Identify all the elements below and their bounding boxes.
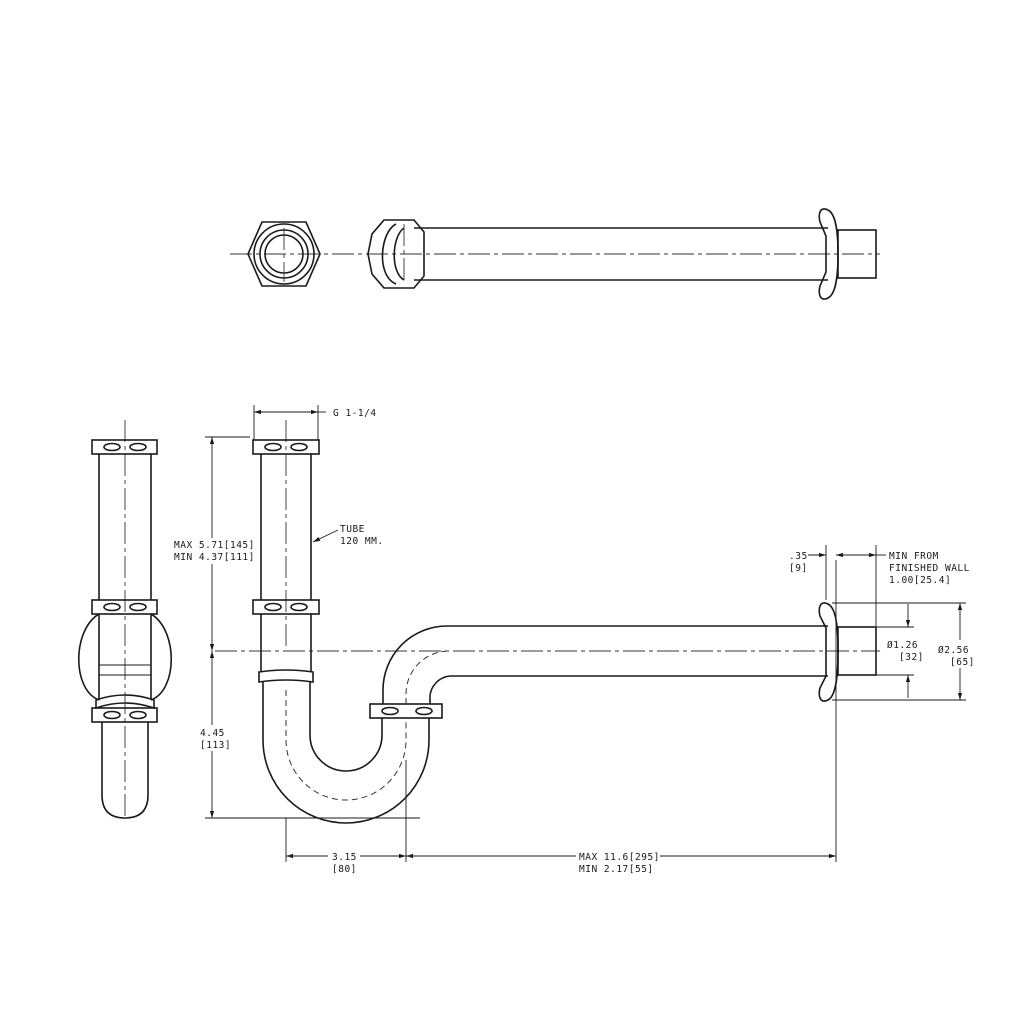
dim-wall-reach: MAX 11.6[295] MIN 2.17[55] <box>406 560 837 875</box>
dim-wall-distance: MIN FROM FINISHED WALL 1.00[25.4] <box>836 545 970 626</box>
reach-min-label: MIN 2.17[55] <box>579 864 654 875</box>
tube-label: TUBE <box>340 524 365 535</box>
dim-tube-length: TUBE 120 MM. <box>312 524 384 547</box>
flange-diameter-metric-label: [65] <box>950 657 975 668</box>
pipe-diameter-label: Ø1.26 <box>887 640 918 651</box>
thread-size-label: G 1-1/4 <box>333 408 377 419</box>
wall-distance-label-2: FINISHED WALL <box>889 563 970 574</box>
height-max-label: MAX 5.71[145] <box>174 540 255 551</box>
front-view <box>215 420 880 824</box>
front-view-elbow <box>382 625 828 704</box>
pipe-diameter-metric-label: [32] <box>899 652 924 663</box>
dim-pipe-diameter: Ø1.26 [32] <box>876 604 924 698</box>
dim-thread-size: G 1-1/4 <box>253 405 377 440</box>
reach-max-label: MAX 11.6[295] <box>579 852 660 863</box>
flange-thickness-label: .35 <box>789 551 808 562</box>
flange-thickness-metric-label: [9] <box>789 563 808 574</box>
top-view-elbow-nut <box>367 219 425 289</box>
side-view-lower-nut <box>91 707 158 723</box>
front-view-vertical-tube <box>260 454 312 600</box>
tube-length-label: 120 MM. <box>340 536 384 547</box>
side-view <box>78 420 172 820</box>
side-view-top-nut <box>91 439 158 455</box>
dim-inlet-height: MAX 5.71[145] MIN 4.37[111] <box>170 436 255 651</box>
dim-trap-offset: 3.15 [80] <box>285 760 407 875</box>
front-view-wall-flange <box>818 602 877 702</box>
wall-distance-label-1: MIN FROM <box>889 551 939 562</box>
top-view <box>230 208 880 300</box>
top-view-wall-flange <box>818 208 877 300</box>
dim-flange-diameter: Ø2.56 [65] <box>832 602 980 701</box>
dim-flange-thickness: .35 [9] <box>789 545 827 600</box>
top-view-tube <box>414 227 828 281</box>
front-view-middle-nut <box>252 599 320 615</box>
flange-diameter-label: Ø2.56 <box>938 645 969 656</box>
trap-depth-metric-label: [113] <box>200 740 231 751</box>
offset-metric-label: [80] <box>332 864 357 875</box>
front-view-u-bend <box>262 682 430 824</box>
side-view-middle-nut <box>91 599 158 615</box>
trap-depth-label: 4.45 <box>200 728 225 739</box>
height-min-label: MIN 4.37[111] <box>174 552 255 563</box>
dim-trap-depth: 4.45 [113] <box>197 651 420 819</box>
front-view-top-nut <box>252 439 320 455</box>
wall-distance-label-3: 1.00[25.4] <box>889 575 951 586</box>
front-view-elbow-nut <box>369 703 443 719</box>
offset-label: 3.15 <box>332 852 357 863</box>
